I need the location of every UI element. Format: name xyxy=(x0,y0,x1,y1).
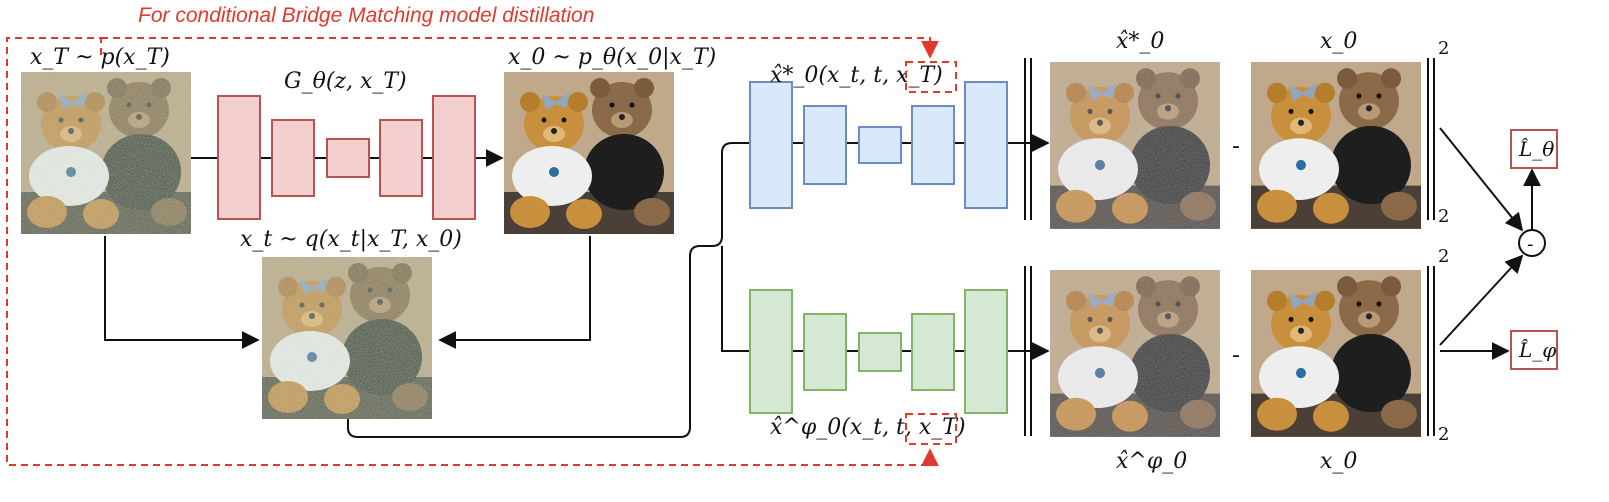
image-teacher-output xyxy=(1050,62,1220,229)
generator-layer-5 xyxy=(432,95,476,220)
label-x-T-sample: x_T ~ p(x_T) xyxy=(30,45,170,70)
image-x0-bottom xyxy=(1251,270,1421,437)
norm-bars-top xyxy=(1024,58,1435,220)
label-x0-top: x_0 xyxy=(1320,29,1357,54)
conditioning-path-bottom xyxy=(6,37,939,467)
student-layer-3 xyxy=(858,332,902,372)
conditioning-path-top xyxy=(101,37,939,59)
image-x-t xyxy=(262,257,432,419)
diagram-title: For conditional Bridge Matching model di… xyxy=(138,4,594,27)
label-teacher-output: x̂*_0(x_t, t, x_T) xyxy=(770,63,943,88)
minus-node xyxy=(1518,229,1546,257)
teacher-layer-5 xyxy=(964,81,1008,209)
teacher-layer-2 xyxy=(803,105,847,185)
student-network xyxy=(749,289,1008,414)
arrow-xT-to-xt xyxy=(104,236,260,349)
teacher-layer-3 xyxy=(858,126,902,164)
teacher-layer-1 xyxy=(749,81,793,209)
label-loss-theta: L̂_θ xyxy=(1518,137,1554,161)
norm-bars-bottom xyxy=(1024,266,1435,436)
loss-theta-box xyxy=(1510,129,1558,169)
label-x-t-sample: x_t ~ q(x_t|x_T, x_0) xyxy=(240,227,462,252)
minus-sign-top: - xyxy=(1232,134,1240,159)
teacher-network xyxy=(749,81,1008,209)
xT-highlight-bottom xyxy=(905,413,957,445)
student-layer-4 xyxy=(911,313,955,391)
connector-xt-branch xyxy=(347,142,750,438)
arrow-bottom-to-minus xyxy=(1439,254,1524,346)
generator-layer-3 xyxy=(326,138,370,178)
norm-square-top-1: 2 xyxy=(1438,38,1449,59)
generator-layer-2 xyxy=(271,119,315,197)
minus-sign-bottom: - xyxy=(1232,343,1240,368)
norm-square-top-2: 2 xyxy=(1438,206,1449,227)
norm-square-bottom-2: 2 xyxy=(1438,424,1449,445)
label-student-image: x̂^φ_0 xyxy=(1116,449,1187,474)
student-layer-5 xyxy=(964,289,1008,414)
image-x0-generated xyxy=(504,72,674,234)
label-loss-phi: L̂_φ xyxy=(1518,338,1556,362)
label-student-output: x̂^φ_0(x_t, t, x_T) xyxy=(770,415,966,440)
image-x0-top xyxy=(1251,62,1421,229)
image-student-output xyxy=(1050,270,1220,437)
label-generator: G_θ(z, x_T) xyxy=(284,69,407,94)
generator-network xyxy=(217,95,476,220)
image-x-T xyxy=(21,72,191,234)
loss-phi-box xyxy=(1510,330,1558,370)
generator-layer-4 xyxy=(379,119,423,197)
arrow-x0-to-xt xyxy=(438,236,591,349)
student-layer-2 xyxy=(803,313,847,391)
generator-layer-1 xyxy=(217,95,261,220)
label-x0-bottom: x_0 xyxy=(1320,449,1357,474)
xT-highlight-top xyxy=(905,61,957,93)
student-layer-1 xyxy=(749,289,793,414)
label-x0-generated: x_0 ~ p_θ(x_0|x_T) xyxy=(508,45,716,70)
label-teacher-image: x̂*_0 xyxy=(1116,29,1164,54)
arrow-top-to-minus xyxy=(1439,127,1524,232)
norm-square-bottom-1: 2 xyxy=(1438,246,1449,267)
conditioning-path: For conditional Bridge Matching model di… xyxy=(6,4,939,467)
teacher-layer-4 xyxy=(911,105,955,185)
minus-node-label: - xyxy=(1527,234,1534,255)
